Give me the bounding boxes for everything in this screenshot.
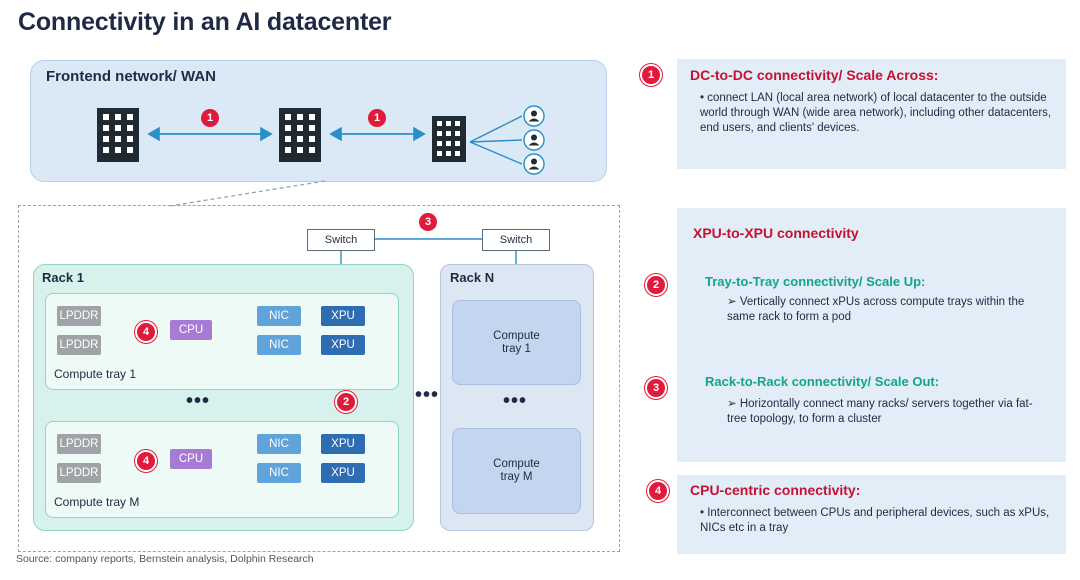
cpu-chip: CPU — [170, 449, 212, 469]
badge-scale-across: 1 — [201, 109, 219, 127]
section-dc-to-dc-heading: DC-to-DC connectivity/ Scale Across: — [690, 67, 939, 83]
nic-chip: NIC — [257, 434, 301, 454]
badge-scale-across-legend: 1 — [640, 64, 662, 86]
nic-chip: NIC — [257, 306, 301, 326]
switch-left: Switch — [307, 229, 375, 251]
rack-n-compute-tray-1: Compute tray 1 — [452, 300, 581, 385]
page-title: Connectivity in an AI datacenter — [18, 8, 392, 36]
section-scale-up-heading: Tray-to-Tray connectivity/ Scale Up: — [705, 274, 926, 289]
rack-n-tray-1-line1: Compute — [493, 330, 540, 342]
section-scale-up-text: ➢ Vertically connect xPUs across compute… — [727, 296, 1025, 323]
switch-right: Switch — [482, 229, 550, 251]
badge-cpu-centric: 4 — [135, 450, 157, 472]
badge-scale-out: 3 — [419, 213, 437, 231]
rack-n-tray-m-line1: Compute — [493, 458, 540, 470]
section-cpu-centric-text: • Interconnect between CPUs and peripher… — [700, 507, 1050, 534]
lpddr-chip: LPDDR — [57, 335, 101, 355]
rack-n-label: Rack N — [450, 270, 495, 285]
xpu-chip: XPU — [321, 306, 365, 326]
badge-scale-up: 2 — [335, 391, 357, 413]
rack-n-tray-1-line2: tray 1 — [502, 343, 531, 355]
source-note: Source: company reports, Bernstein analy… — [16, 553, 314, 565]
user-icon — [523, 153, 545, 175]
section-xpu-to-xpu-heading: XPU-to-XPU connectivity — [693, 225, 859, 241]
badge-scale-up-legend: 2 — [645, 274, 667, 296]
rack-1-label: Rack 1 — [42, 270, 84, 285]
nic-chip: NIC — [257, 335, 301, 355]
badge-cpu-centric-legend: 4 — [647, 480, 669, 502]
lpddr-chip: LPDDR — [57, 306, 101, 326]
cpu-chip: CPU — [170, 320, 212, 340]
xpu-chip: XPU — [321, 434, 365, 454]
section-scale-out-text: ➢ Horizontally connect many racks/ serve… — [727, 398, 1033, 425]
building-icon — [97, 108, 139, 162]
datacenter-region — [18, 205, 620, 552]
section-dc-to-dc — [677, 59, 1066, 169]
badge-scale-out-legend: 3 — [645, 377, 667, 399]
compute-tray-m-label: Compute tray M — [54, 495, 140, 509]
compute-tray-1-label: Compute tray 1 — [54, 367, 137, 381]
lpddr-chip: LPDDR — [57, 463, 101, 483]
rack-n-tray-m-line2: tray M — [500, 471, 533, 483]
building-icon — [279, 108, 321, 162]
rack-1-ellipsis: ••• — [186, 390, 211, 412]
lpddr-chip: LPDDR — [57, 434, 101, 454]
building-icon — [432, 116, 466, 162]
racks-ellipsis: ••• — [415, 384, 440, 406]
rack-n-ellipsis: ••• — [503, 390, 528, 412]
section-xpu-to-xpu — [677, 208, 1066, 462]
nic-chip: NIC — [257, 463, 301, 483]
section-cpu-centric — [677, 475, 1066, 554]
rack-n-compute-tray-m: Compute tray M — [452, 428, 581, 514]
user-icon — [523, 105, 545, 127]
section-cpu-centric-heading: CPU-centric connectivity: — [690, 482, 861, 498]
user-icon — [523, 129, 545, 151]
badge-scale-across: 1 — [368, 109, 386, 127]
frontend-network-label: Frontend network/ WAN — [46, 68, 216, 85]
xpu-chip: XPU — [321, 463, 365, 483]
section-scale-out-heading: Rack-to-Rack connectivity/ Scale Out: — [705, 374, 940, 389]
section-dc-to-dc-text: • connect LAN (local area network) of lo… — [700, 92, 1052, 134]
badge-cpu-centric: 4 — [135, 321, 157, 343]
xpu-chip: XPU — [321, 335, 365, 355]
